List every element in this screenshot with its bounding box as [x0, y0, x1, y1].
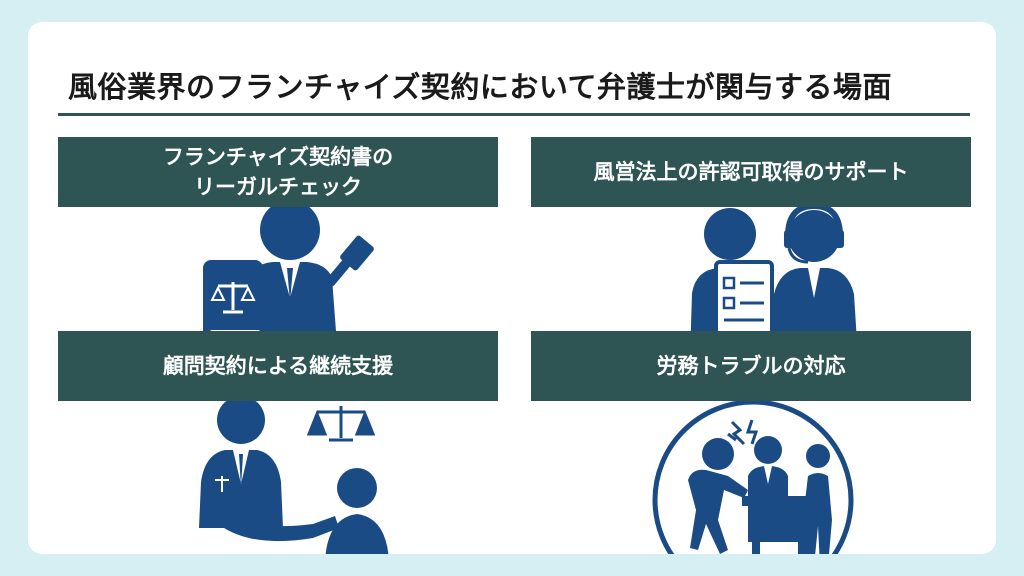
infographic-card: 風俗業界のフランチャイズ契約において弁護士が関与する場面: [28, 22, 996, 554]
title-underline: [58, 113, 970, 116]
panel-label-line: リーガルチェック: [194, 175, 362, 199]
panel-banner-labor-trouble: 労務トラブルの対応: [531, 331, 971, 401]
panel-label-line: 顧問契約による継続支援: [162, 354, 394, 378]
panel-banner-permit-support: 風営法上の許認可取得のサポート: [531, 137, 971, 207]
panel-banner-legal-check: フランチャイズ契約書の リーガルチェック: [58, 137, 498, 207]
panel-label-line: 風営法上の許認可取得のサポート: [593, 160, 909, 184]
panel-banner-advisory-contract: 顧問契約による継続支援: [58, 331, 498, 401]
labor-dispute-icon: [652, 399, 854, 554]
panel-label-line: フランチャイズ契約書の: [162, 145, 394, 169]
page-title: 風俗業界のフランチャイズ契約において弁護士が関与する場面: [68, 70, 892, 104]
advisory-contract-handshake-icon: [199, 396, 389, 554]
panel-label-line: 労務トラブルの対応: [656, 354, 846, 378]
